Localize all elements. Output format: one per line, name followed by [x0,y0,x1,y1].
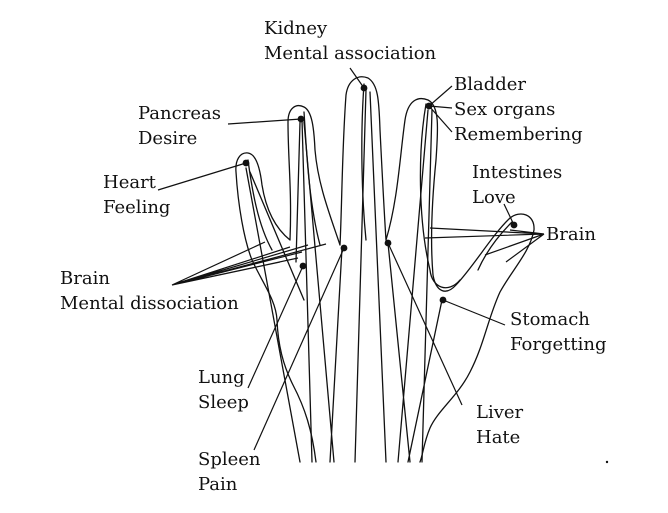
organ-intestines: Intestines [472,162,563,183]
organ-lung: Lung [198,367,245,388]
leader-stomach [442,299,506,326]
trait-lung: Sleep [198,392,249,413]
label-brain-left: Brain Mental dissociation [60,266,239,316]
point-bladder [425,102,433,110]
leader-heart [157,162,247,191]
leader-intestines [503,203,515,226]
label-brain-right: Brain [546,222,596,247]
trait-heart: Feeling [103,197,171,218]
trait-bladder-1: Sex organs [454,99,556,120]
label-stomach: Stomach Forgetting [510,307,606,357]
organ-pancreas: Pancreas [138,103,221,124]
label-lung: Lung Sleep [198,365,249,415]
organ-heart: Heart [103,172,156,193]
organ-bladder: Bladder [454,74,527,95]
leader-pancreas [227,118,302,125]
trait-liver: Hate [476,427,521,448]
organ-kidney: Kidney [264,18,328,39]
trait-stomach: Forgetting [510,334,607,355]
label-liver: Liver Hate [476,400,523,450]
trait-spleen: Pain [198,474,238,495]
hand-outline [235,76,535,463]
label-pancreas: Pancreas Desire [138,101,221,151]
trait-pancreas: Desire [138,128,198,149]
leader-brain-left [171,241,327,286]
point-stomach [439,296,447,304]
label-bladder: Bladder Sex organs Remembering [454,72,583,147]
point-kidney [360,84,368,92]
organ-liver: Liver [476,402,524,423]
organ-stomach: Stomach [510,309,590,330]
trait-brain-left: Mental dissociation [60,293,239,314]
meridian-lines [245,89,443,463]
point-lung [299,262,307,270]
trait-bladder-2: Remembering [454,124,583,145]
leader-brain-right [424,227,545,263]
label-kidney: Kidney Mental association [264,16,436,66]
point-heart [242,159,250,167]
organ-spleen: Spleen [198,449,261,470]
leader-liver [387,242,463,406]
trait-intestines: Love [472,187,516,208]
leader-bladder [427,85,453,133]
organ-brain-right: Brain [546,224,596,245]
leader-kidney [349,67,365,89]
point-pancreas [297,115,305,123]
organ-brain-left: Brain [60,268,110,289]
leader-spleen [253,247,345,451]
label-intestines: Intestines Love [472,160,562,210]
trait-kidney: Mental association [264,43,437,64]
label-spleen: Spleen Pain [198,447,261,497]
leader-lung [247,265,304,389]
point-intestines [510,221,518,229]
point-spleen [340,244,348,252]
point-liver [384,239,392,247]
label-heart: Heart Feeling [103,170,170,220]
stray-dot [605,460,609,464]
